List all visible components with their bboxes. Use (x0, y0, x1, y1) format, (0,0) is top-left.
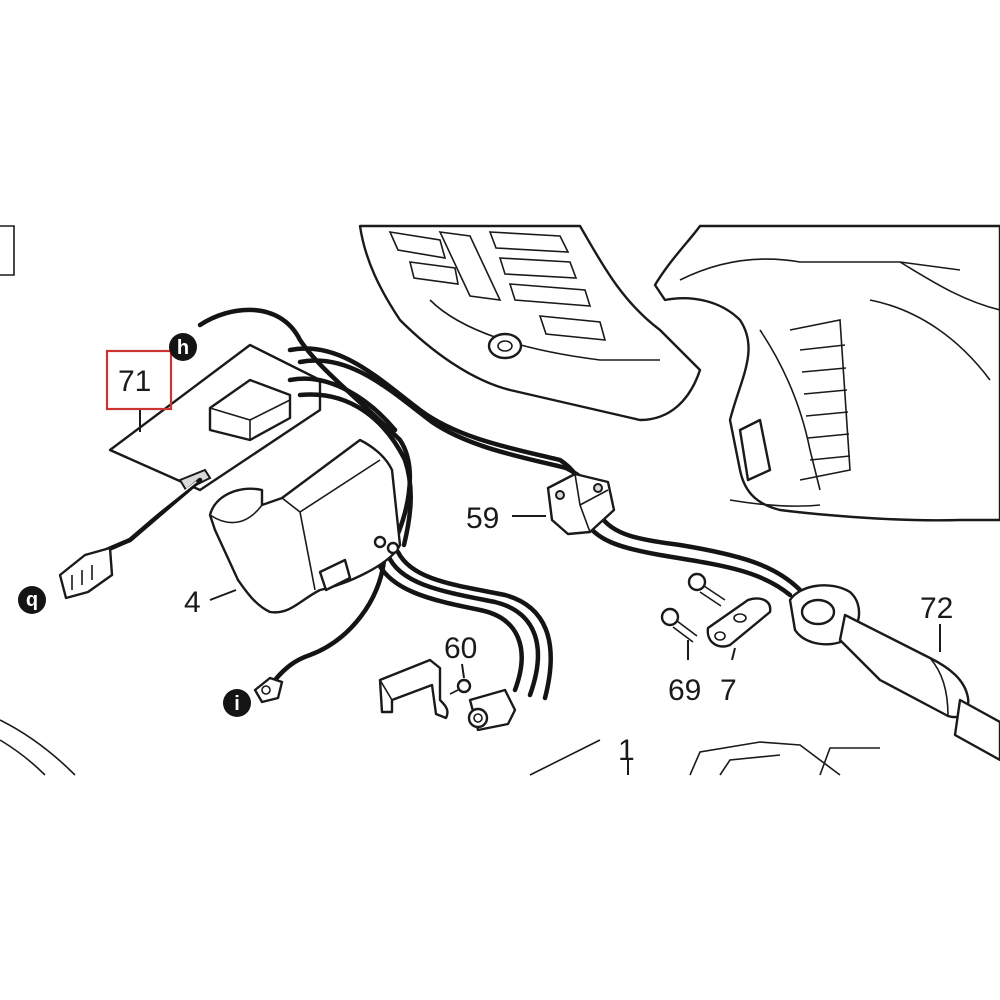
highlight-box-71 (105, 349, 173, 411)
plug-q (58, 546, 114, 600)
circuit-board-71 (108, 343, 322, 492)
bracket-60 (378, 658, 449, 720)
connector-letter-q: q (26, 589, 38, 611)
screw-69-lower (660, 607, 698, 643)
connector-badge-q: q (18, 586, 46, 614)
screw-69-upper (687, 572, 726, 607)
cord-clamp-7 (706, 597, 772, 648)
callout-4: 4 (184, 586, 201, 619)
terminal-block-59 (546, 472, 616, 536)
connector-letter-i: i (234, 693, 240, 715)
callout-60: 60 (444, 632, 477, 665)
screw-60 (449, 678, 472, 695)
ring-terminal-i (253, 676, 284, 704)
callout-71: 71 (118, 365, 151, 398)
switch-4 (208, 438, 402, 614)
callout-59: 59 (466, 502, 499, 535)
callout-69: 69 (668, 674, 701, 707)
callout-7: 7 (720, 674, 737, 707)
connector-badge-i: i (223, 689, 251, 717)
handle-housing (653, 224, 1000, 522)
callout-72: 72 (920, 592, 953, 625)
motor-housing (358, 224, 702, 422)
power-cord-72 (788, 584, 1000, 762)
connector-badge-h: h (169, 333, 197, 361)
connector-plug (467, 688, 517, 732)
callout-1: 1 (618, 734, 635, 767)
connector-letter-h: h (177, 337, 189, 359)
housing-fragments (0, 225, 880, 776)
leader-lines (139, 410, 941, 775)
